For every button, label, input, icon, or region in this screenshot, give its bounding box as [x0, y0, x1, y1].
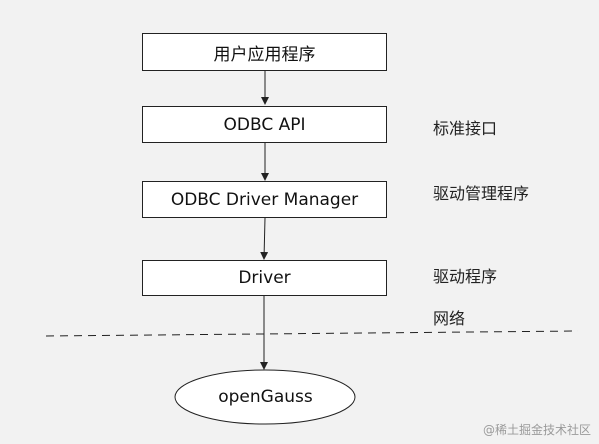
- arrow-manager-to-driver: [260, 217, 269, 260]
- network-divider: [45, 330, 579, 337]
- label-network: 网络: [433, 309, 466, 328]
- label-driver-manager-program: 驱动管理程序: [433, 184, 530, 203]
- database-label: openGauss: [218, 387, 313, 407]
- label-standard-interface: 标准接口: [433, 119, 498, 138]
- database-ellipse: [174, 369, 356, 425]
- driver-box: Driver: [142, 260, 387, 296]
- driver-manager-box: ODBC Driver Manager: [142, 181, 387, 218]
- app-box: 用户应用程序: [142, 33, 387, 71]
- odbc-api-box: ODBC API: [142, 106, 387, 143]
- watermark: @稀土掘金技术社区: [482, 423, 591, 437]
- label-driver-program: 驱动程序: [433, 267, 498, 286]
